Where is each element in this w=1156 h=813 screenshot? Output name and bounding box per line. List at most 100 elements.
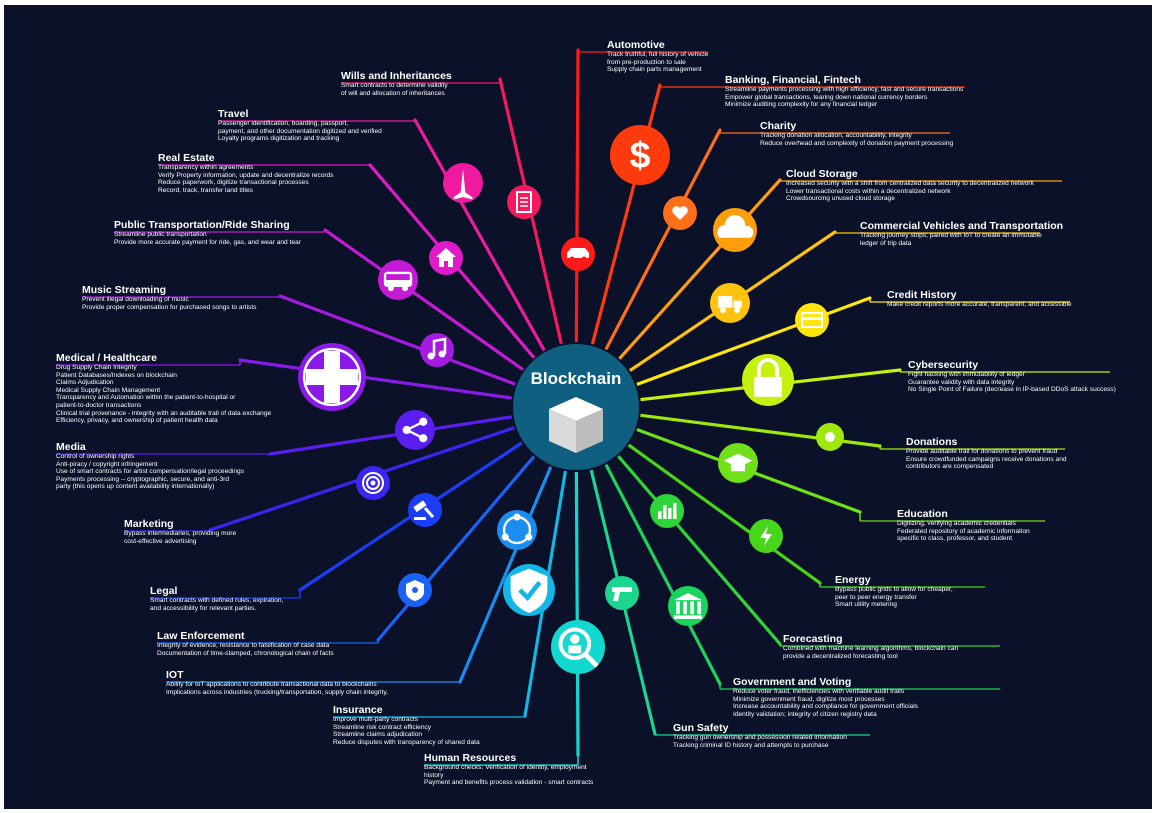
icon-bubble — [650, 494, 684, 528]
branch-title: Cybersecurity — [908, 359, 979, 371]
branch-detail: Federated repository of academic informa… — [897, 527, 1030, 535]
share-icon — [395, 410, 435, 450]
icon-bubble — [420, 333, 454, 367]
graduation-cap-icon — [718, 443, 758, 483]
iot-network-icon — [497, 510, 537, 550]
lightning-icon — [749, 519, 783, 553]
branch-detail: Smart contracts with defined rules, expi… — [150, 597, 284, 604]
icon-bubble — [610, 125, 670, 185]
branch-detail: of will and allocation of inheritances — [341, 89, 445, 97]
blockchain-hub: Blockchain — [510, 341, 642, 473]
branch-detail: Tracking criminal ID history and attempt… — [673, 741, 829, 749]
branch-detail: Reduce disputes with transparency of sha… — [333, 738, 480, 746]
branch-detail: Clinical trial provenance - integrity wi… — [56, 409, 272, 417]
branch-title: Human Resources — [424, 752, 517, 764]
car-icon — [561, 237, 595, 271]
branch-detail: Claims Adjudication — [56, 379, 114, 387]
branch-title: Forecasting — [783, 633, 843, 645]
branch-detail: Efficiency, privacy, and ownership of pa… — [56, 417, 218, 425]
branch-detail: Reduce voter fraud, inefficiencies with … — [733, 688, 905, 695]
medical-cross-icon — [298, 343, 366, 411]
branch-title: Charity — [760, 120, 797, 132]
branch-detail: contributors are compensated — [906, 463, 994, 471]
branch-detail: Crowdsourcing unused cloud storage — [786, 195, 895, 203]
person-search-icon — [551, 620, 605, 674]
gun-icon — [605, 576, 639, 610]
branch-detail: Record, track, transfer land titles — [158, 186, 253, 194]
branch-title: Government and Voting — [733, 676, 852, 688]
branch-detail: Streamline payments processing with high… — [725, 86, 964, 93]
branch-detail: and accessibility for relevant parties. — [150, 604, 257, 612]
branch-title: Commercial Vehicles and Transportation — [860, 220, 1064, 232]
branch-detail: Tracking journey stops; paired with IoT … — [860, 232, 1042, 239]
branch-detail: Use of smart contracts for artist compen… — [56, 468, 245, 476]
branch-detail: Loyalty programs digitization and tracki… — [218, 135, 340, 143]
lock-icon — [742, 354, 794, 406]
branch-detail: Reduce paperwork, digitize transactional… — [158, 179, 309, 187]
house-icon — [429, 241, 463, 275]
branch-detail: Streamline public transportation — [114, 231, 207, 238]
branch-detail: Prevent illegal downloading of music — [82, 296, 189, 303]
branch-detail: Supply chain parts management — [607, 66, 702, 74]
branch-detail: Guarantee validity with data integrity — [908, 378, 1015, 386]
branch-title: Automotive — [607, 39, 665, 51]
branch-detail: Digitizing, verifying academic credentia… — [897, 520, 1016, 527]
shield-check-icon — [503, 564, 555, 616]
branch-detail: Empower global transactions, tearing dow… — [725, 93, 928, 101]
branch-title: Real Estate — [158, 152, 215, 164]
bus-icon — [378, 260, 418, 300]
branch-title: Banking, Financial, Fintech — [725, 74, 861, 86]
branch-detail: Increased security with a shift from cen… — [786, 180, 1034, 187]
bar-chart-icon — [650, 494, 684, 528]
branch-title: Music Streaming — [82, 284, 167, 296]
branch-detail: peer to peer energy transfer — [835, 593, 917, 601]
branch-title: Medical / Healthcare — [56, 352, 157, 364]
branch-detail: Provide proper compensation for purchase… — [82, 303, 257, 311]
branch-detail: Background checks: Verification of ident… — [424, 764, 587, 771]
branch-detail: Passenger identification, boarding, pass… — [218, 120, 349, 127]
branch-detail: Anti-piracy / copyright infringement — [56, 460, 158, 468]
heart-icon — [663, 196, 697, 230]
cloud-icon — [713, 208, 757, 252]
branch-title: Media — [56, 441, 86, 453]
branch-detail: patient-to-doctor transactions — [56, 401, 142, 409]
truck-icon — [710, 283, 750, 323]
branch-charity — [574, 128, 950, 409]
branch-detail: Documentation of time-stamped, chronolog… — [157, 649, 334, 657]
branch-detail: Lower transactional costs within a decen… — [786, 187, 951, 195]
branch-detail: Tracking donation allocation, accountabi… — [760, 132, 912, 139]
branch-detail: Transparency and Automation within the p… — [56, 394, 236, 402]
branch-detail: Minimize auditing complexity for any fin… — [725, 101, 878, 109]
branch-detail: Medical Supply Chain Management — [56, 386, 161, 394]
credit-card-icon — [795, 303, 829, 337]
police-badge-icon — [398, 573, 432, 607]
branch-detail: Bypass public grids to allow for cheaper… — [835, 586, 953, 593]
branch-detail: Transparency within agreements — [158, 164, 254, 171]
branch-detail: Provide auditable trail for donations to… — [906, 448, 1058, 455]
gavel-icon — [408, 493, 442, 527]
donation-icon — [816, 423, 844, 451]
icon-bubble — [395, 410, 435, 450]
branch-title: Insurance — [333, 704, 383, 716]
branch-detail: Ensure crowdfunded campaigns receive don… — [906, 455, 1067, 463]
icon-bubble — [668, 586, 708, 626]
branch-detail: party (this opens up content availabilit… — [56, 483, 215, 491]
svg-text:$: $ — [630, 134, 651, 176]
branch-title: Legal — [150, 585, 178, 597]
airplane-icon — [443, 163, 483, 203]
